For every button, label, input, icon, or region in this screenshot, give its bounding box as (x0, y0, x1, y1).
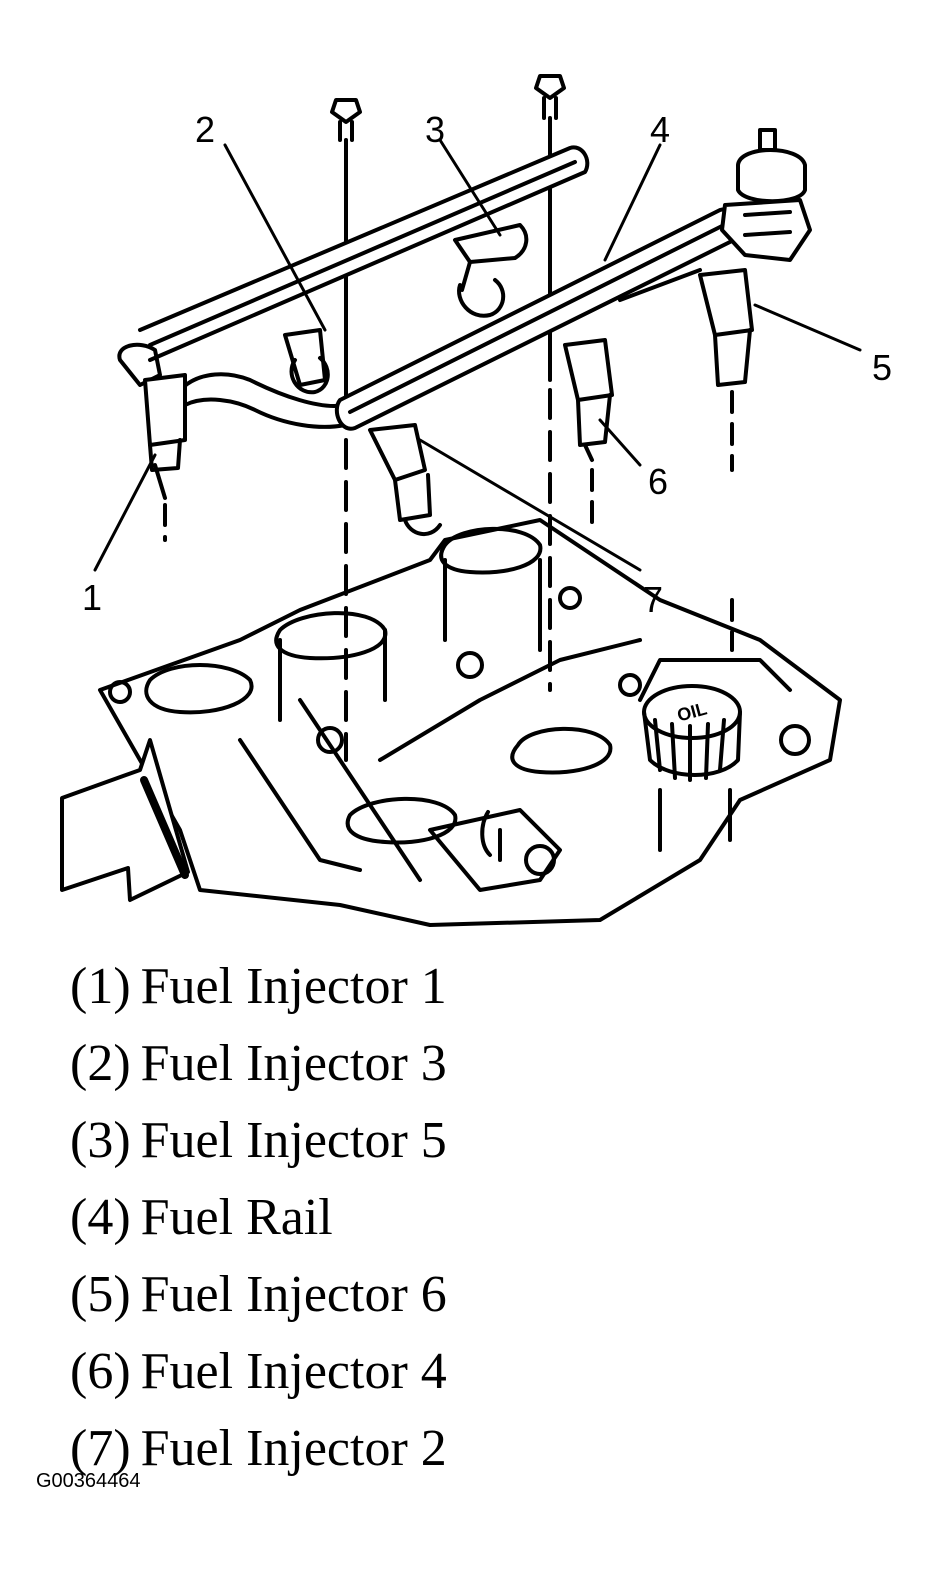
figure-id: G00364464 (36, 1470, 141, 1492)
parts-legend: (1)Fuel Injector 1 (2)Fuel Injector 3 (3… (70, 948, 447, 1487)
injector-5 (453, 223, 529, 318)
callout-3: 3 (425, 109, 445, 150)
injector-1 (117, 342, 187, 542)
legend-item: (6)Fuel Injector 4 (70, 1333, 447, 1410)
legend-key: (3) (70, 1112, 131, 1169)
legend-key: (6) (70, 1343, 131, 1400)
callout-7: 7 (643, 579, 663, 620)
oil-fill-cap (638, 658, 792, 852)
callout-2: 2 (195, 109, 215, 150)
legend-key: (5) (70, 1266, 131, 1323)
rail-bolt-left (330, 98, 362, 762)
crossover-tube (178, 372, 347, 429)
legend-label: Fuel Injector 3 (140, 1035, 447, 1092)
injector-7-label-target (368, 423, 442, 536)
legend-item: (4)Fuel Rail (70, 1179, 447, 1256)
legend-label: Fuel Injector 1 (140, 958, 447, 1015)
injector-6-body (563, 338, 614, 532)
legend-label: Fuel Injector 6 (140, 1266, 447, 1323)
injector-right-body (698, 268, 754, 652)
legend-label: Fuel Injector 4 (140, 1343, 447, 1400)
legend-item: (2)Fuel Injector 3 (70, 1025, 447, 1102)
legend-item: (3)Fuel Injector 5 (70, 1102, 447, 1179)
legend-item: (5)Fuel Injector 6 (70, 1256, 447, 1333)
callout-4: 4 (650, 109, 670, 150)
front-arrow-icon (60, 738, 190, 902)
callout-5: 5 (872, 347, 892, 388)
legend-label: Fuel Injector 5 (140, 1112, 447, 1169)
callout-1: 1 (82, 577, 102, 618)
legend-key: (2) (70, 1035, 131, 1092)
legend-key: (4) (70, 1189, 131, 1246)
legend-label: Fuel Injector 2 (140, 1420, 447, 1477)
injector-3 (283, 328, 330, 395)
legend-key: (1) (70, 958, 131, 1015)
fuel-rail-diagram: OIL 1 2 3 4 5 6 7 (60, 74, 892, 927)
intake-manifold (98, 518, 842, 927)
legend-item: (7)Fuel Injector 2 (70, 1410, 447, 1487)
legend-label: Fuel Rail (140, 1189, 333, 1246)
leader-lines (93, 138, 862, 572)
fuel-pressure-regulator (720, 128, 812, 262)
callout-6: 6 (648, 461, 668, 502)
legend-key: (7) (70, 1420, 131, 1477)
fuel-rail-back (138, 145, 590, 362)
legend-item: (1)Fuel Injector 1 (70, 948, 447, 1025)
